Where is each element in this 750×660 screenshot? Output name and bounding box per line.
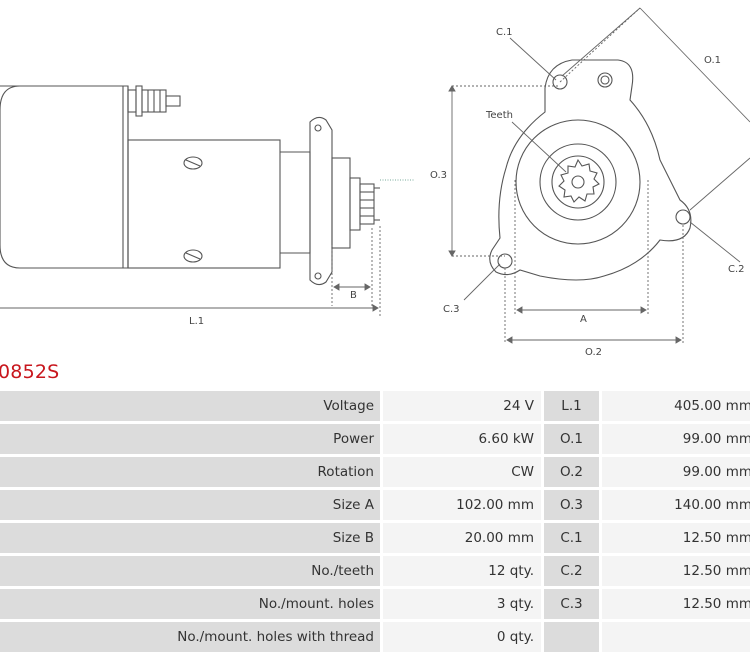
dimension-value: 12.50 mm (602, 523, 750, 553)
table-row: Size B 20.00 mm C.1 12.50 mm (0, 523, 750, 553)
spec-label: Rotation (0, 457, 380, 487)
dimension-value: 140.00 mm (602, 490, 750, 520)
dimension-value: 99.00 mm (602, 424, 750, 454)
dimension-key: C.2 (544, 556, 599, 586)
dimension-key: L.1 (544, 391, 599, 421)
table-row: Size A 102.00 mm O.3 140.00 mm (0, 490, 750, 520)
spec-value: CW (383, 457, 541, 487)
dimension-value (602, 622, 750, 652)
spec-value: 24 V (383, 391, 541, 421)
spec-label: No./teeth (0, 556, 380, 586)
spec-label: No./mount. holes (0, 589, 380, 619)
spec-label: No./mount. holes with thread (0, 622, 380, 652)
dimension-key: O.1 (544, 424, 599, 454)
side-view (0, 85, 414, 286)
label-l1: L.1 (189, 316, 204, 327)
spec-label: Power (0, 424, 380, 454)
dimension-key: C.1 (544, 523, 599, 553)
dimension-key (544, 622, 599, 652)
screw-top (183, 156, 203, 170)
table-row: Rotation CW O.2 99.00 mm (0, 457, 750, 487)
screw-bottom (183, 249, 203, 263)
label-c1: C.1 (496, 27, 513, 38)
dimension-key: C.3 (544, 589, 599, 619)
label-c3: C.3 (443, 304, 460, 315)
table-row: Power 6.60 kW O.1 99.00 mm (0, 424, 750, 454)
label-c2: C.2 (728, 264, 745, 275)
spec-value: 6.60 kW (383, 424, 541, 454)
spec-value: 102.00 mm (383, 490, 541, 520)
label-o1: O.1 (704, 55, 721, 66)
dimension-value: 99.00 mm (602, 457, 750, 487)
front-view (489, 59, 692, 281)
table-row: Voltage 24 V L.1 405.00 mm (0, 391, 750, 421)
label-o2: O.2 (585, 347, 602, 358)
spec-label: Size B (0, 523, 380, 553)
dimension-key: O.2 (544, 457, 599, 487)
dimension-value: 405.00 mm (602, 391, 750, 421)
spec-value: 12 qty. (383, 556, 541, 586)
dimension-key: O.3 (544, 490, 599, 520)
starter-motor-technical-drawing: L.1 B C.1 O.1 Teeth O.3 C.2 C.3 A O.2 (0, 7, 750, 358)
dimension-value: 12.50 mm (602, 589, 750, 619)
spec-label: Voltage (0, 391, 380, 421)
table-row: No./mount. holes with thread 0 qty. (0, 622, 750, 652)
label-o3: O.3 (430, 170, 447, 181)
spec-value: 0 qty. (383, 622, 541, 652)
label-b: B (350, 290, 357, 301)
table-row: No./teeth 12 qty. C.2 12.50 mm (0, 556, 750, 586)
spec-value: 20.00 mm (383, 523, 541, 553)
table-row: No./mount. holes 3 qty. C.3 12.50 mm (0, 589, 750, 619)
spec-value: 3 qty. (383, 589, 541, 619)
spec-label: Size A (0, 490, 380, 520)
part-code-heading: 0852S (0, 361, 60, 383)
label-teeth: Teeth (485, 110, 513, 121)
label-a: A (580, 314, 587, 325)
dimension-value: 12.50 mm (602, 556, 750, 586)
